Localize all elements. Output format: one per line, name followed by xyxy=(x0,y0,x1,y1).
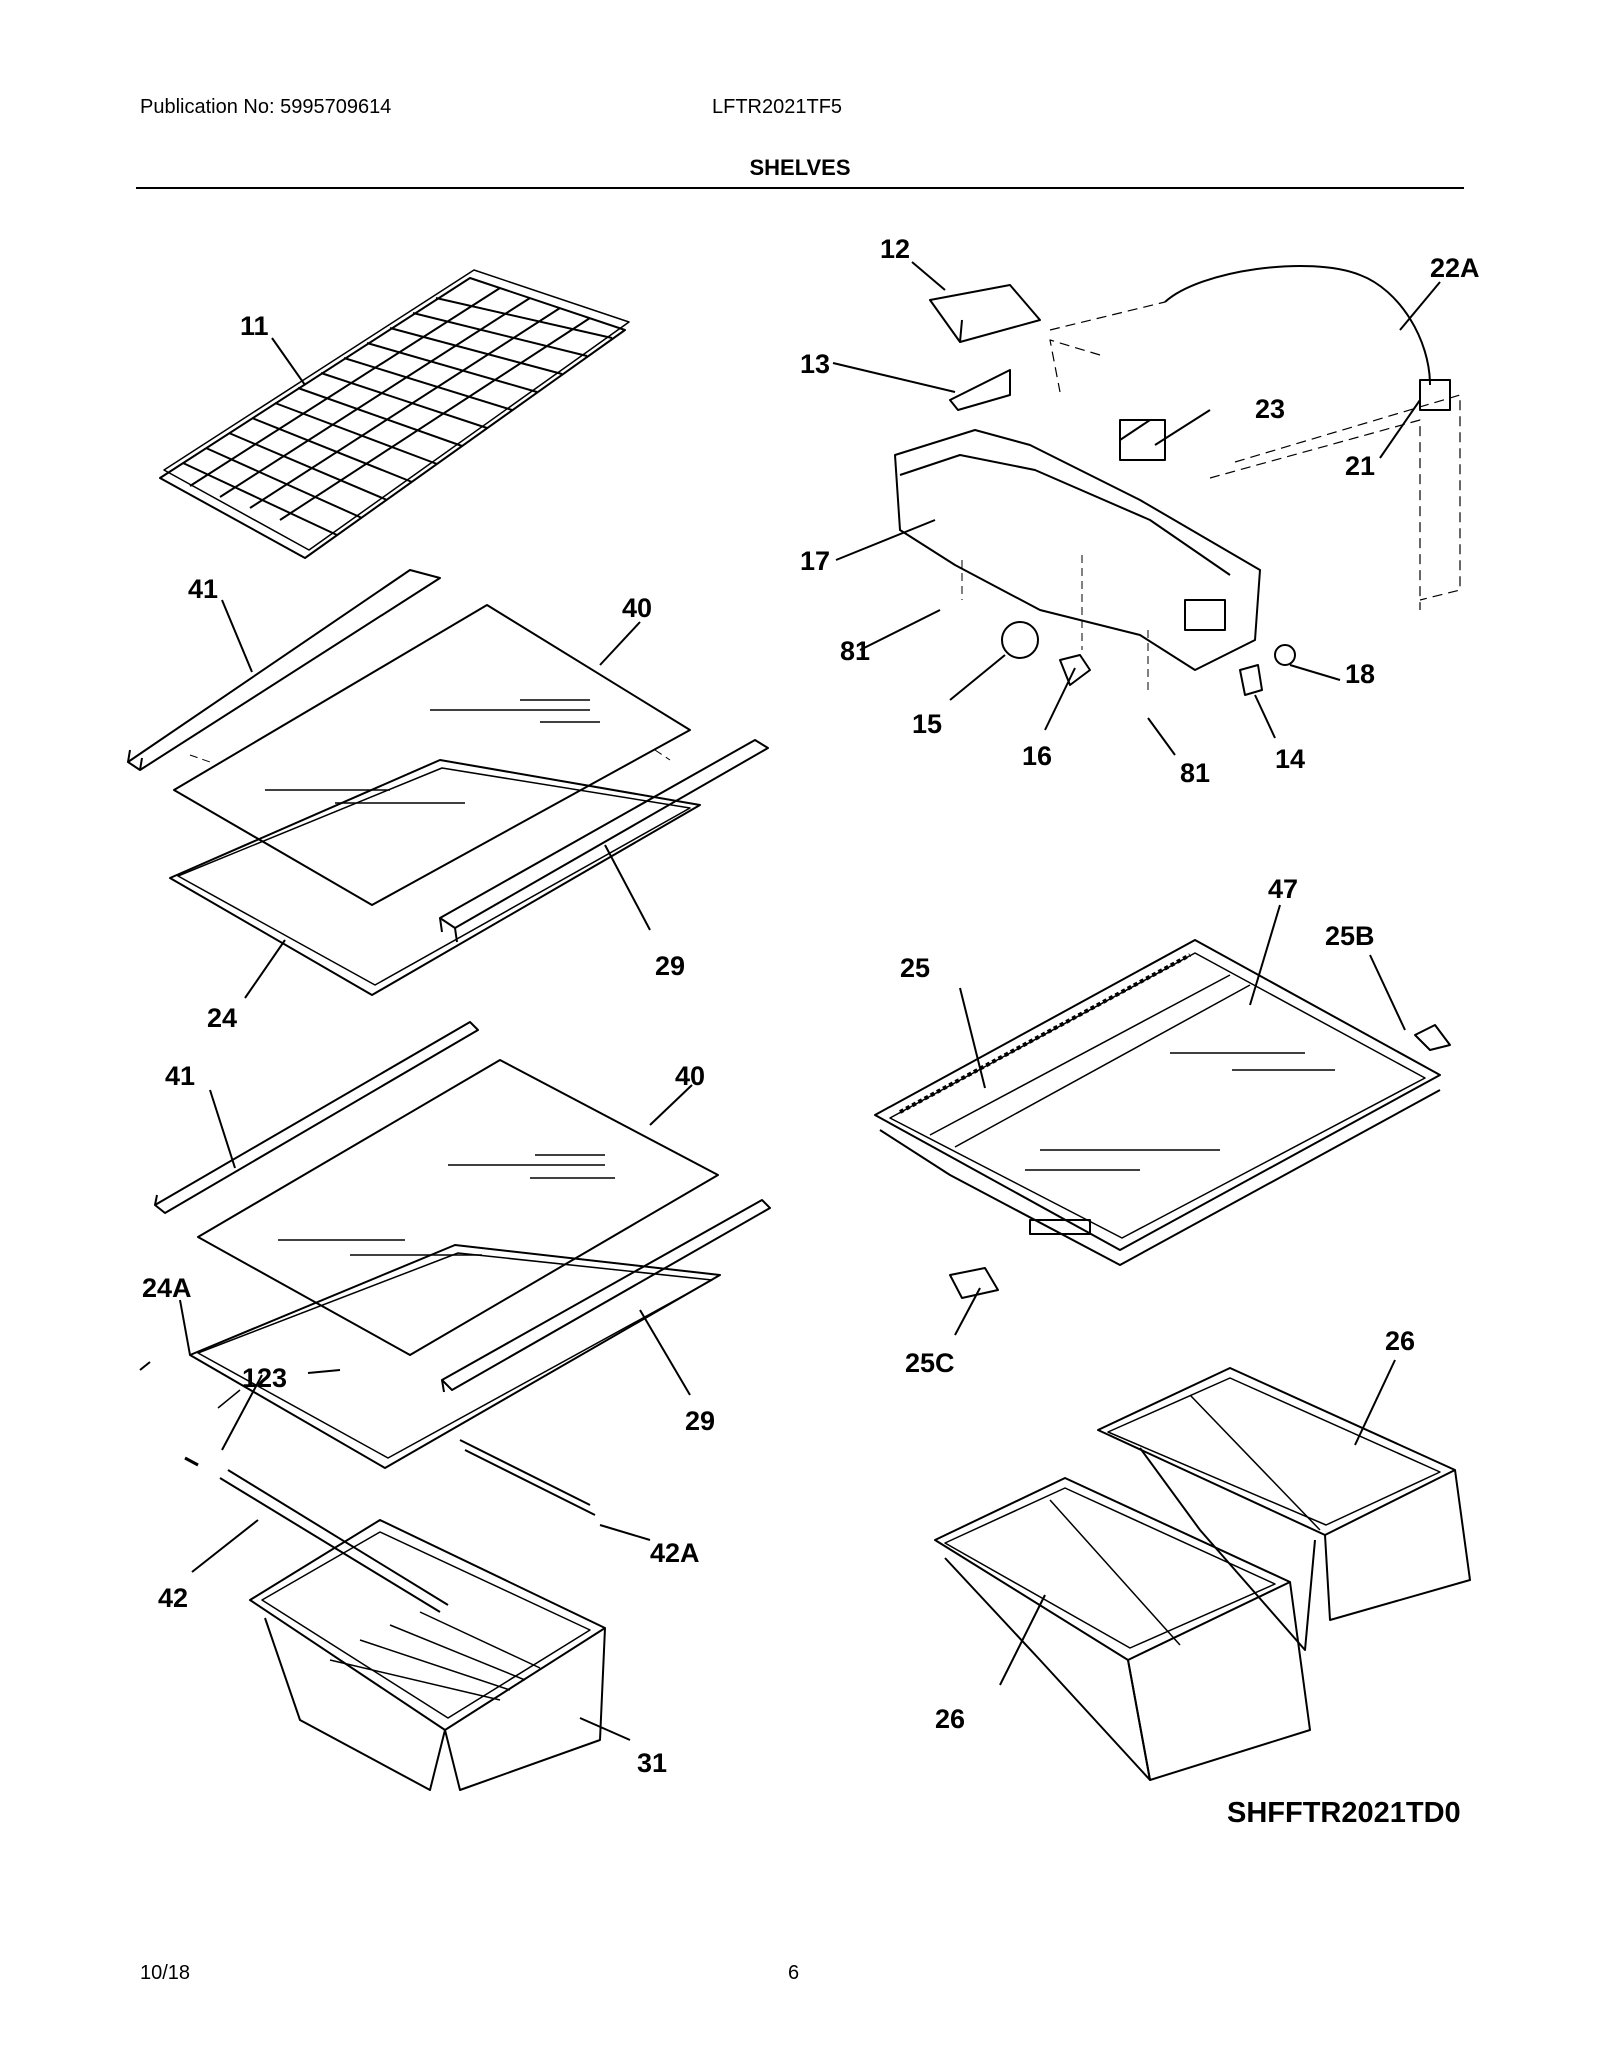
callout-26-left: 26 xyxy=(935,1704,965,1734)
callout-41-upper: 41 xyxy=(188,574,218,604)
callout-40-lower: 40 xyxy=(675,1061,705,1091)
callout-21: 21 xyxy=(1345,451,1375,481)
callout-81-right: 81 xyxy=(1180,758,1210,788)
drawing-code: SHFFTR2021TD0 xyxy=(1227,1797,1461,1829)
light-housing-assembly xyxy=(894,284,1451,696)
callout-23: 23 xyxy=(1255,394,1285,424)
leader-lines xyxy=(179,261,1441,1741)
callout-11: 11 xyxy=(240,311,269,341)
callout-29-lower: 29 xyxy=(685,1406,715,1436)
glass-shelf-upper xyxy=(127,569,769,996)
callout-15: 15 xyxy=(912,709,942,739)
part-callouts: 11 41 40 29 24 41 40 24A 123 29 42A 42 3… xyxy=(142,234,1480,1829)
callout-25: 25 xyxy=(900,953,930,983)
callout-42A: 42A xyxy=(650,1538,700,1568)
callout-24A: 24A xyxy=(142,1273,192,1303)
callout-25B: 25B xyxy=(1325,921,1375,951)
callout-81-left: 81 xyxy=(840,636,870,666)
callout-16: 16 xyxy=(1022,741,1052,771)
publication-number: Publication No: 5995709614 xyxy=(140,96,392,118)
revision-date: 10/18 xyxy=(140,1962,191,1984)
wiring-harness xyxy=(961,265,1461,690)
callout-41-lower: 41 xyxy=(165,1061,195,1091)
meat-keeper-cover xyxy=(874,939,1451,1299)
callout-40-upper: 40 xyxy=(622,593,652,623)
callout-25C: 25C xyxy=(905,1348,955,1378)
section-title: SHELVES xyxy=(749,155,851,180)
callout-47: 47 xyxy=(1268,874,1298,904)
glass-shelf-lower xyxy=(139,1021,771,1613)
callout-14: 14 xyxy=(1275,744,1305,774)
crisper-drawer-31 xyxy=(249,1519,606,1791)
callout-12: 12 xyxy=(880,234,910,264)
callout-13: 13 xyxy=(800,349,830,379)
page-number: 6 xyxy=(788,1962,800,1984)
callout-31: 31 xyxy=(637,1748,667,1778)
callout-22A: 22A xyxy=(1430,253,1480,283)
crisper-bins-26 xyxy=(934,1367,1471,1781)
callout-29-upper: 29 xyxy=(655,951,685,981)
callout-24: 24 xyxy=(207,1003,237,1033)
model-number: LFTR2021TF5 xyxy=(712,96,843,118)
callout-42: 42 xyxy=(158,1583,188,1613)
callout-18: 18 xyxy=(1345,659,1375,689)
wire-shelf xyxy=(159,269,630,559)
header-rule xyxy=(136,187,1464,189)
callout-26-right: 26 xyxy=(1385,1326,1415,1356)
callout-123: 123 xyxy=(242,1363,287,1393)
callout-17: 17 xyxy=(800,546,830,576)
